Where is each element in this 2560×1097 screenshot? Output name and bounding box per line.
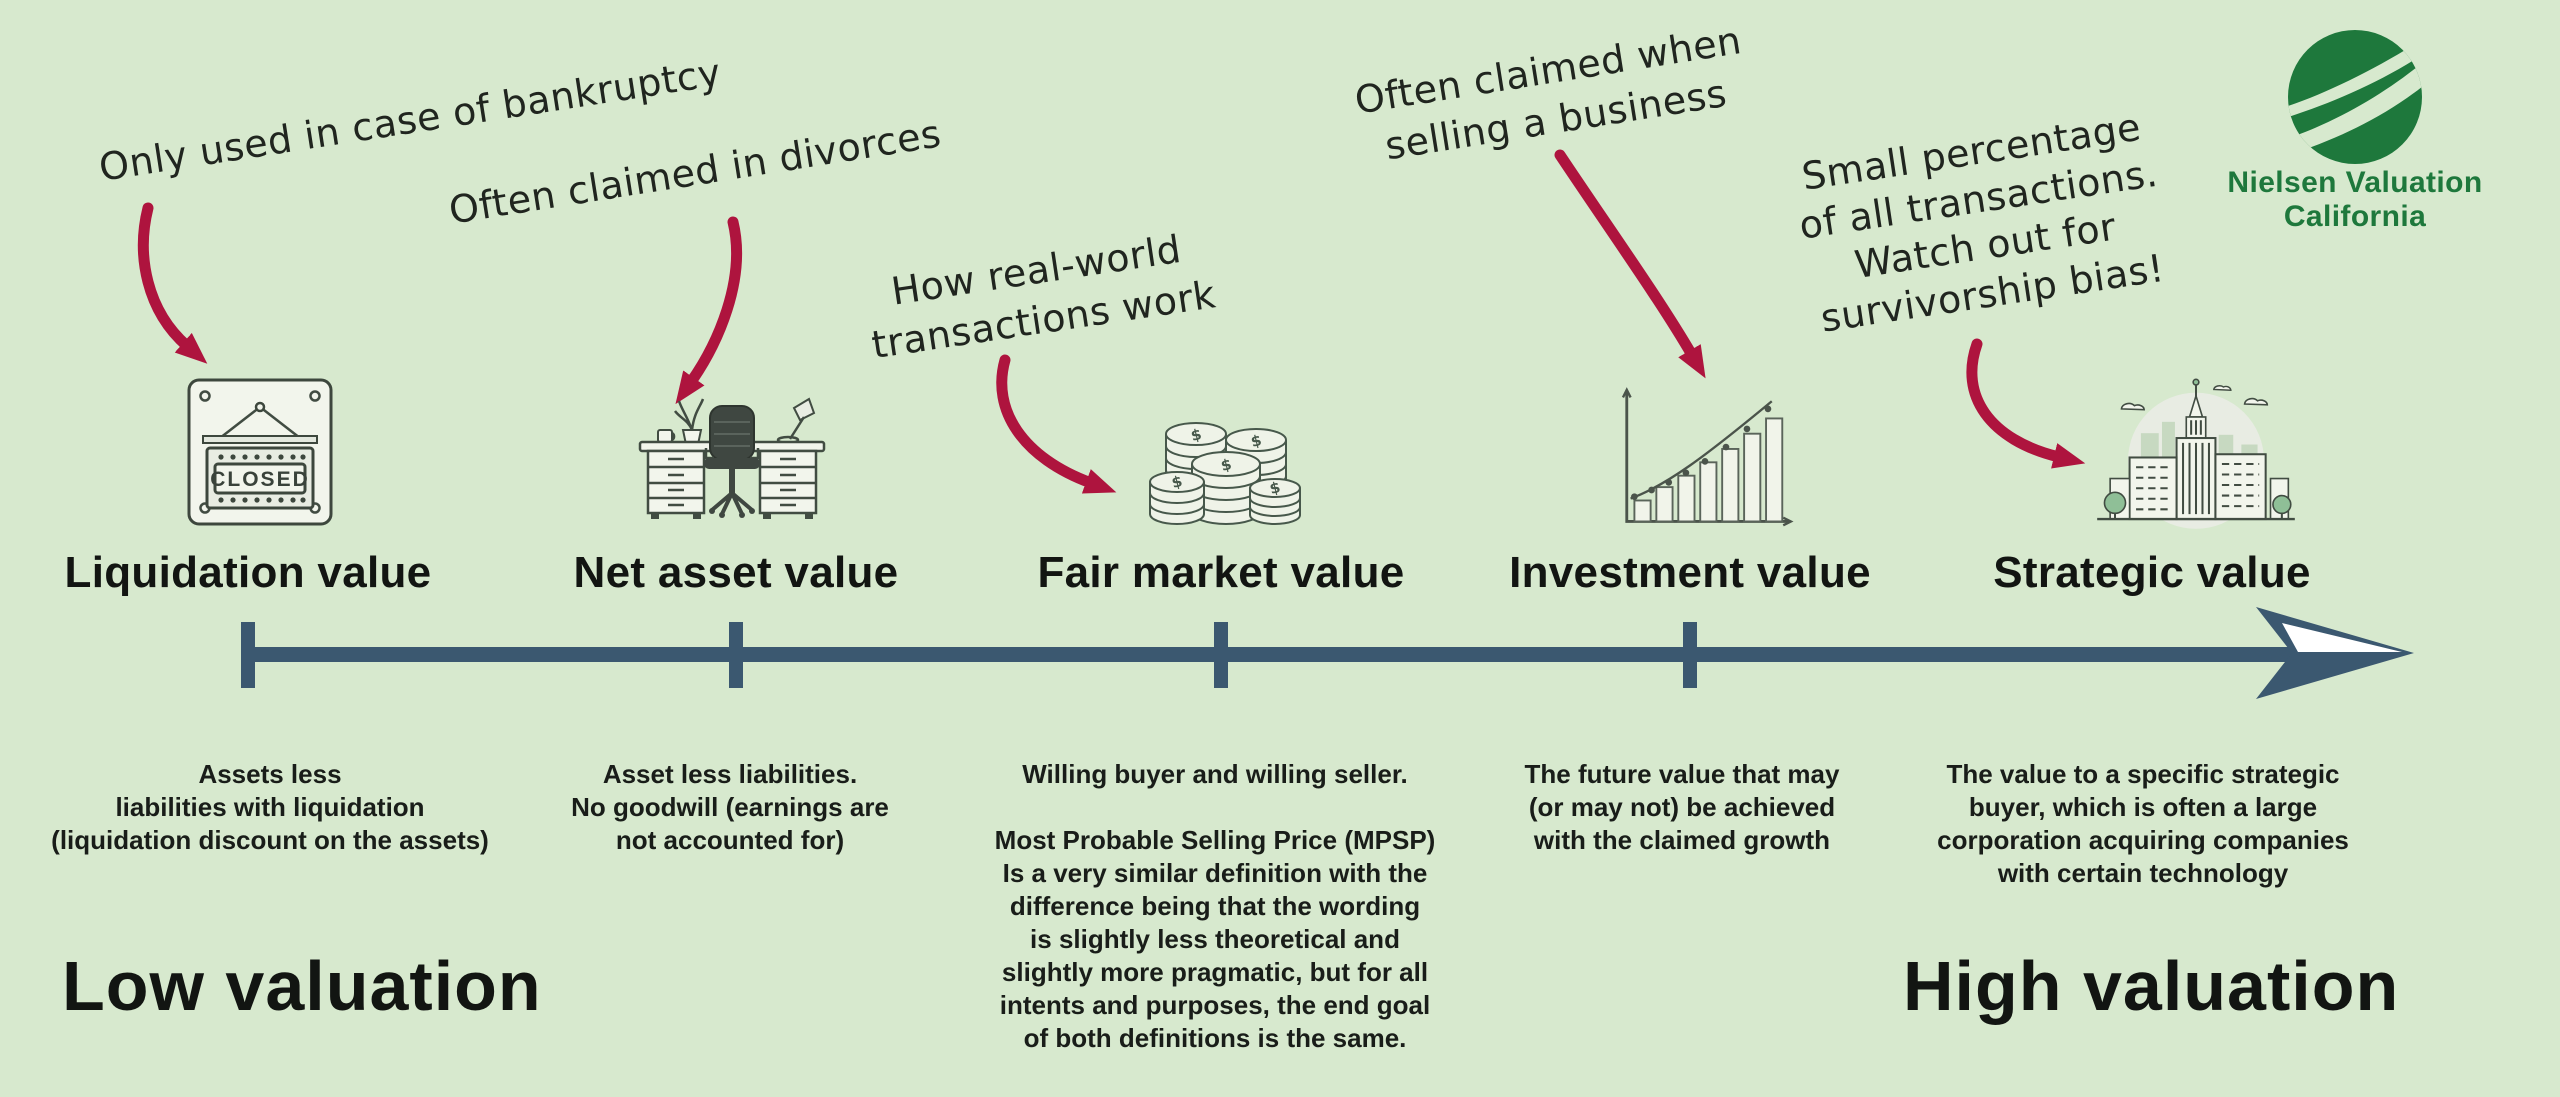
item-title-fair-market-value: Fair market value: [1037, 548, 1405, 597]
item-title-strategic-value: Strategic value: [1993, 548, 2311, 597]
logo-globe-icon: [2288, 30, 2422, 164]
svg-text:$: $: [1189, 425, 1203, 445]
city-icon: [2097, 378, 2295, 529]
axis-tick-fair-market: [1214, 622, 1228, 688]
item-description-fair-market-value: Willing buyer and willing seller. Most P…: [994, 759, 1436, 1054]
high-valuation-label: High valuation: [1903, 947, 2400, 1025]
item-description-net-asset-value: Asset less liabilities. No goodwill (ear…: [571, 759, 889, 856]
svg-text:$: $: [1249, 431, 1263, 451]
svg-text:$: $: [1219, 455, 1233, 475]
item-title-net-asset-value: Net asset value: [573, 548, 899, 597]
red-arrow-selling-business: [1554, 149, 1706, 379]
svg-text:$: $: [1268, 478, 1282, 498]
red-arrow-divorces: [675, 216, 742, 405]
red-arrow-real-world: [996, 354, 1117, 494]
svg-text:$: $: [1170, 472, 1184, 492]
item-description-liquidation-value: Assets less liabilities with liquidation…: [51, 759, 489, 856]
axis-tick-liquidation: [241, 622, 255, 688]
axis-arrowhead-icon: [2256, 607, 2414, 699]
logo-text: Nielsen Valuation California: [2227, 166, 2483, 233]
coins-icon: $ $ $ $ $: [1149, 422, 1301, 525]
axis-tick-investment: [1683, 622, 1697, 688]
low-valuation-label: Low valuation: [62, 947, 542, 1025]
item-title-investment-value: Investment value: [1509, 548, 1871, 597]
desk-icon: [638, 397, 826, 519]
closed-sign-icon: CLOSED: [187, 378, 333, 526]
red-arrow-survivorship: [1966, 338, 2086, 469]
chart-icon: [1621, 387, 1794, 527]
red-arrow-bankruptcy: [137, 202, 208, 364]
valuation-axis: [252, 647, 2298, 662]
item-title-liquidation-value: Liquidation value: [64, 548, 432, 597]
item-description-investment-value: The future value that may (or may not) b…: [1524, 759, 1840, 856]
closed-sign-text: CLOSED: [210, 468, 310, 491]
company-logo: Nielsen Valuation California: [2170, 28, 2540, 234]
annotation-survivorship-bias: Small percentage of all transactions. Wa…: [1796, 104, 2168, 341]
axis-tick-net-asset: [729, 622, 743, 688]
item-description-strategic-value: The value to a specific strategic buyer,…: [1937, 759, 2349, 889]
